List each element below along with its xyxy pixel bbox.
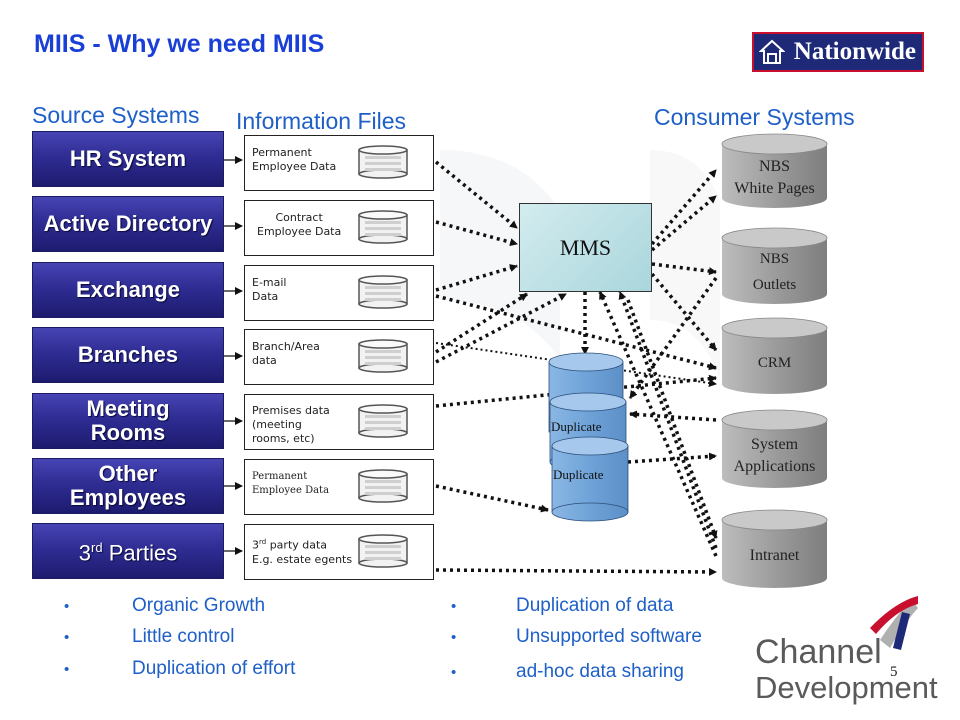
source-active-directory: Active Directory bbox=[32, 196, 224, 252]
source-3rd-parties: 3rd Parties bbox=[32, 523, 224, 579]
nationwide-logo-text: Nationwide bbox=[793, 38, 916, 65]
source-meeting-rooms: Meeting Rooms bbox=[32, 393, 224, 449]
mms-label: MMS bbox=[559, 234, 612, 260]
source-to-file-arrows bbox=[224, 156, 243, 555]
source-label-sup: rd bbox=[91, 540, 103, 556]
development-brand-text: Development bbox=[755, 670, 938, 705]
database-icon bbox=[358, 469, 408, 503]
bullet-ad-hoc-data-sharing: ad-hoc data sharing bbox=[516, 661, 684, 682]
bullet-marker: • bbox=[64, 598, 70, 615]
channel-brand-text: Channel bbox=[755, 633, 882, 671]
duplicate-cylinder-front bbox=[551, 436, 629, 522]
source-systems-heading: Source Systems bbox=[32, 102, 200, 128]
source-label-line: Other bbox=[98, 461, 158, 486]
bullet-little-control: Little control bbox=[132, 626, 235, 647]
page-number: 5 bbox=[890, 664, 898, 680]
source-branches: Branches bbox=[32, 327, 224, 383]
source-label-line: Rooms bbox=[90, 420, 166, 445]
consumer-cylinder-crm bbox=[721, 317, 828, 394]
duplicate-label: Duplicate bbox=[553, 467, 604, 482]
page-title: MIIS - Why we need MIIS bbox=[34, 30, 325, 58]
mms-hub: MMS bbox=[519, 203, 652, 292]
bullet-marker: • bbox=[64, 661, 70, 678]
database-icon bbox=[358, 339, 408, 373]
info-file-label: 3rd party data E.g. estate egents bbox=[252, 538, 353, 566]
consumer-label-intranet: Intranet bbox=[749, 547, 800, 564]
watermark-graphic bbox=[440, 150, 720, 380]
database-icon bbox=[358, 275, 408, 309]
database-icon bbox=[358, 145, 408, 179]
source-label: Active Directory bbox=[43, 211, 213, 236]
source-label: HR System bbox=[69, 146, 187, 171]
database-icon bbox=[358, 534, 408, 568]
duplicate-label: Duplicate bbox=[551, 419, 602, 434]
bullet-marker: • bbox=[64, 629, 70, 646]
consumer-cylinder-intranet bbox=[721, 509, 828, 588]
duplicate-cylinders bbox=[548, 352, 629, 522]
bullet-duplication-of-effort: Duplication of effort bbox=[132, 658, 296, 679]
consumer-cylinder-nbs-outlets bbox=[721, 227, 828, 304]
bullet-organic-growth: Organic Growth bbox=[132, 595, 266, 616]
bullet-marker: • bbox=[451, 629, 457, 646]
consumer-cylinder-nbs-white-pages bbox=[721, 133, 828, 208]
bullet-unsupported-software: Unsupported software bbox=[516, 626, 702, 647]
source-label: Branches bbox=[77, 342, 179, 367]
source-label-line: Meeting bbox=[86, 396, 170, 421]
consumer-cylinder-system-applications bbox=[721, 409, 828, 488]
source-label-part: Parties bbox=[102, 540, 178, 566]
database-icon bbox=[358, 210, 408, 244]
source-label-line: Employees bbox=[69, 485, 187, 510]
consumer-systems-heading: Consumer Systems bbox=[654, 104, 855, 130]
source-exchange: Exchange bbox=[32, 262, 224, 318]
information-files-heading: Information Files bbox=[236, 108, 407, 134]
database-icon bbox=[358, 404, 408, 438]
source-hr-system: HR System bbox=[32, 131, 224, 187]
bullet-marker: • bbox=[451, 664, 457, 681]
source-label-part: 3 bbox=[78, 540, 92, 566]
source-label: Exchange bbox=[76, 277, 180, 302]
bullet-marker: • bbox=[451, 598, 457, 615]
source-other-employees: Other Employees bbox=[32, 458, 224, 514]
bullet-duplication-of-data: Duplication of data bbox=[516, 595, 674, 616]
source-label: 3rd Parties bbox=[79, 536, 177, 565]
info-file-3rd-party-data: 3rd party data E.g. estate egents bbox=[244, 524, 434, 580]
channel-development-logo-mark bbox=[870, 596, 918, 650]
house-icon bbox=[759, 39, 785, 64]
nationwide-logo: Nationwide bbox=[752, 32, 924, 72]
consumer-label-crm: CRM bbox=[757, 355, 792, 371]
consumer-cylinders bbox=[721, 133, 828, 588]
